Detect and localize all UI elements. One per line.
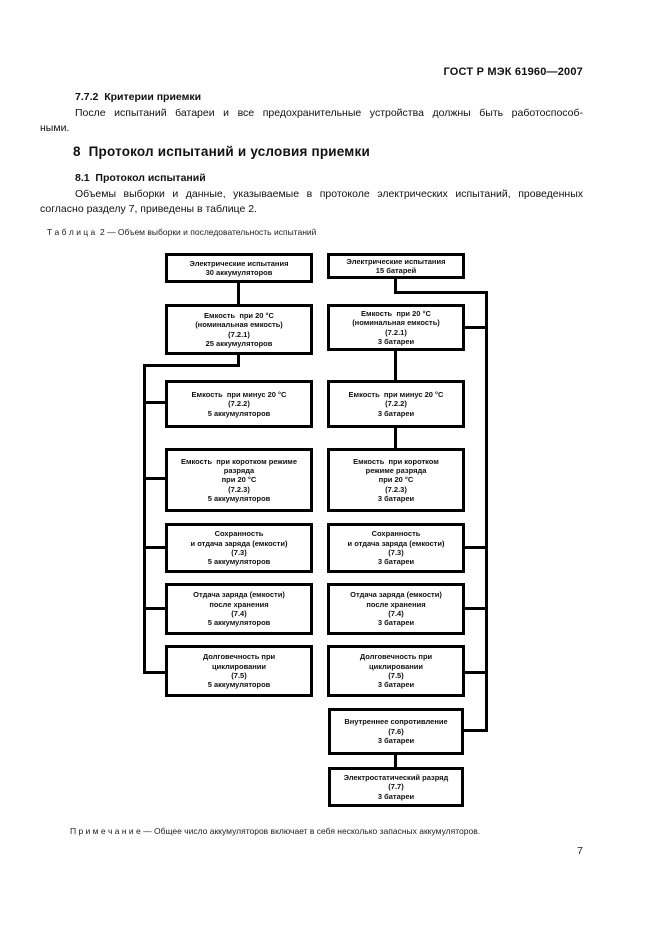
box-batteries-charge-retention: Сохранность и отдача заряда (емкости) (7… (327, 523, 465, 573)
page-number: 7 (577, 845, 583, 857)
box-cells-electrical-tests: Электрические испытания 30 аккумуляторов (165, 253, 313, 283)
connector-line (464, 546, 485, 549)
connector-line (394, 291, 488, 294)
box-cells-capacity-20c: Емкость при 20 °С (номинальная емкость) … (165, 304, 313, 355)
heading-7-7-2: 7.7.2 Критерии приемки (75, 91, 202, 103)
paragraph-line: После испытаний батареи и все предохрани… (75, 107, 583, 119)
document-code-header: ГОСТ Р МЭК 61960—2007 (443, 66, 583, 78)
connector-line (464, 607, 485, 610)
box-batteries-capacity-minus20c: Емкость при минус 20 °С (7.2.2) 3 батаре… (327, 380, 465, 428)
connector-line (143, 607, 165, 610)
box-batteries-electrical-tests: Электрические испытания 15 батарей (327, 253, 465, 279)
connector-line (464, 671, 485, 674)
paragraph-line: согласно разделу 7, приведены в таблице … (40, 202, 257, 215)
paragraph-line: Объемы выборки и данные, указываемые в п… (75, 188, 583, 200)
connector-line (464, 326, 485, 329)
box-batteries-electrostatic-discharge: Электростатический разряд (7.7) 3 батаре… (328, 767, 464, 807)
connector-line (143, 671, 165, 674)
table-2-caption: Т а б л и ц а 2 — Объем выборки и послед… (47, 227, 317, 237)
connector-line (143, 401, 165, 404)
box-batteries-endurance-cycling: Долговечность при циклировании (7.5) 3 б… (327, 645, 465, 697)
connector-line (394, 279, 397, 294)
connector-line (394, 428, 397, 448)
connector-line (143, 546, 165, 549)
box-cells-charge-retention: Сохранность и отдача заряда (емкости) (7… (165, 523, 313, 573)
table-note: П р и м е ч а н и е — Общее число аккуму… (70, 826, 481, 836)
heading-8-1: 8.1 Протокол испытаний (75, 172, 206, 184)
paragraph-8-1: Объемы выборки и данные, указываемые в п… (40, 187, 583, 216)
connector-line (143, 364, 240, 367)
connector-rail-left (143, 364, 146, 674)
box-batteries-internal-resistance: Внутреннее сопротивление (7.6) 3 батареи (328, 708, 464, 755)
connector-rail-right (485, 291, 488, 732)
box-cells-endurance-cycling: Долговечность при циклировании (7.5) 5 а… (165, 645, 313, 697)
connector-line (394, 755, 397, 767)
connector-line (464, 729, 485, 732)
paragraph-7-7-2: После испытаний батареи и все предохрани… (40, 106, 583, 135)
box-cells-capacity-minus20c: Емкость при минус 20 °С (7.2.2) 5 аккуму… (165, 380, 313, 428)
connector-line (237, 355, 240, 367)
connector-line (394, 351, 397, 380)
paragraph-line: ными. (40, 121, 70, 134)
box-batteries-short-discharge: Емкость при коротком режиме разряда при … (327, 448, 465, 512)
box-batteries-recovery-storage: Отдача заряда (емкости) после хранения (… (327, 583, 465, 635)
box-cells-short-discharge: Емкость при коротком режиме разряда при … (165, 448, 313, 512)
heading-8: 8 Протокол испытаний и условия приемки (73, 144, 370, 159)
box-cells-recovery-storage: Отдача заряда (емкости) после хранения (… (165, 583, 313, 635)
connector-line (143, 477, 165, 480)
connector-line (237, 283, 240, 304)
box-batteries-capacity-20c: Емкость при 20 °С (номинальная емкость) … (327, 304, 465, 351)
